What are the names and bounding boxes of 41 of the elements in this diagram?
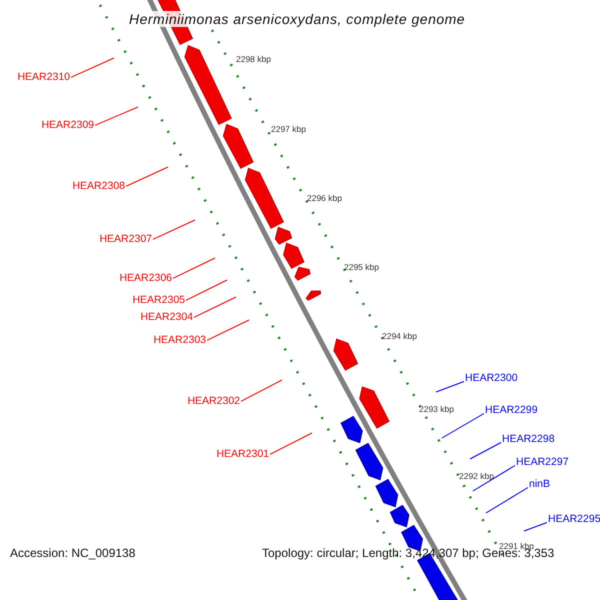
gene-label: ninB <box>529 479 550 490</box>
leader-line <box>270 432 312 455</box>
scale-label: 2296 kbp <box>307 194 342 202</box>
gene-label: HEAR2301 <box>216 449 269 460</box>
gene-label: HEAR2300 <box>465 373 518 384</box>
gene-label: HEAR2299 <box>485 405 538 416</box>
leader-line <box>172 258 216 279</box>
scale-label: 2292 kbp <box>459 472 494 480</box>
leader-line <box>472 465 516 492</box>
gene-label: HEAR2305 <box>132 295 185 306</box>
gene-label: HEAR2304 <box>140 312 193 322</box>
leader-line <box>94 106 138 126</box>
gene-label: HEAR2308 <box>72 181 125 192</box>
gene-label: HEAR2306 <box>119 273 172 284</box>
gene-label: HEAR2302 <box>187 396 240 406</box>
leader-line <box>470 442 502 460</box>
leader-line <box>194 296 236 318</box>
leader-line <box>442 413 484 438</box>
leader-line <box>486 487 528 514</box>
leader-line <box>524 522 548 532</box>
scale-label: 2293 kbp <box>419 405 454 414</box>
gene-label: HEAR2309 <box>41 120 94 130</box>
scale-label: 2294 kbp <box>382 332 417 340</box>
scale-label: 2291 kbp <box>499 542 534 550</box>
leader-line <box>70 58 114 78</box>
leader-line <box>152 220 196 240</box>
leader-line <box>126 166 168 187</box>
gene-label: HEAR2298 <box>502 434 555 444</box>
gene-label: HEAR2297 <box>516 457 569 468</box>
leader-line <box>436 381 464 392</box>
gene-label: HEAR2307 <box>99 234 152 244</box>
scale-label: 2295 kbp <box>344 263 379 272</box>
leader-line <box>186 280 228 301</box>
gene-label: HEAR2310 <box>17 72 70 82</box>
gene-label: HEAR2303 <box>153 335 206 346</box>
leader-line <box>240 380 282 402</box>
scale-label: 2298 kbp <box>236 55 271 64</box>
scale-label: 2297 kbp <box>271 125 306 134</box>
footer-text: Accession: NC_009138 <box>10 547 136 559</box>
gene-label: HEAR2295 <box>548 514 600 524</box>
leader-line <box>206 320 250 341</box>
